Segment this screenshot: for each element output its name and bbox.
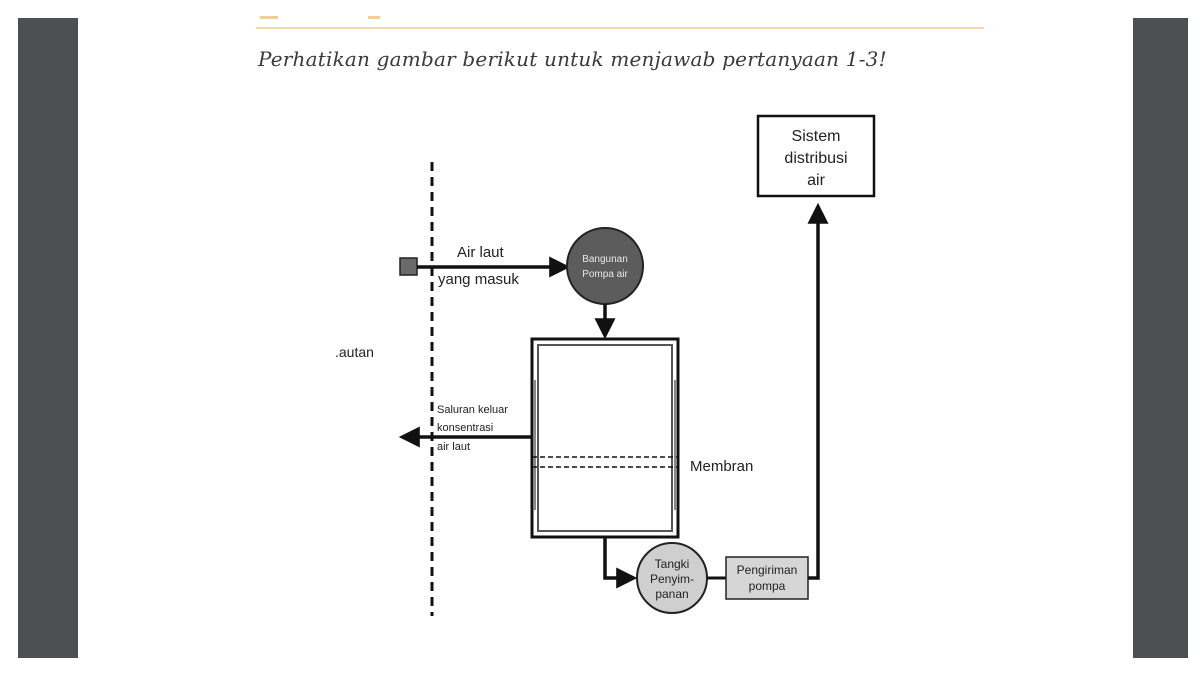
membrane-vessel-inner xyxy=(537,344,673,532)
label-outlet-3: air laut xyxy=(437,441,470,453)
vessel-to-tank-arrow xyxy=(603,537,638,589)
label-tank-2: Penyim- xyxy=(650,572,694,586)
label-delivery-2: pompa xyxy=(749,579,786,593)
label-tank-1: Tangki xyxy=(655,557,690,571)
label-outlet-1: Saluran keluar xyxy=(437,404,508,416)
viewer-frame-right xyxy=(1133,18,1188,658)
label-pump-house-1: Bangunan xyxy=(582,254,628,265)
label-tank-3: panan xyxy=(655,587,688,601)
intake-box xyxy=(399,257,418,276)
label-outlet-2: konsentrasi xyxy=(437,422,493,434)
delivery-to-distribution-arrow xyxy=(807,202,829,580)
label-pump-house-2: Pompa air xyxy=(582,269,628,280)
label-sea: .autan xyxy=(335,344,374,360)
label-distribution-3: air xyxy=(807,172,825,189)
pump-house-circle xyxy=(566,227,644,305)
instruction-text: Perhatikan gambar berikut untuk menjawab… xyxy=(258,47,887,71)
label-membrane: Membran xyxy=(690,458,753,475)
distribution-system-box xyxy=(756,114,876,198)
label-distribution-1: Sistem xyxy=(792,128,841,145)
label-seawater-in-2: yang masuk xyxy=(438,271,519,288)
decorative-rule xyxy=(256,27,984,29)
label-delivery-1: Pengiriman xyxy=(737,563,798,577)
label-seawater-in-1: Air laut xyxy=(457,244,505,261)
decorative-rule-dash xyxy=(260,16,380,19)
viewer-frame-left xyxy=(18,18,78,658)
label-distribution-2: distribusi xyxy=(784,150,847,167)
